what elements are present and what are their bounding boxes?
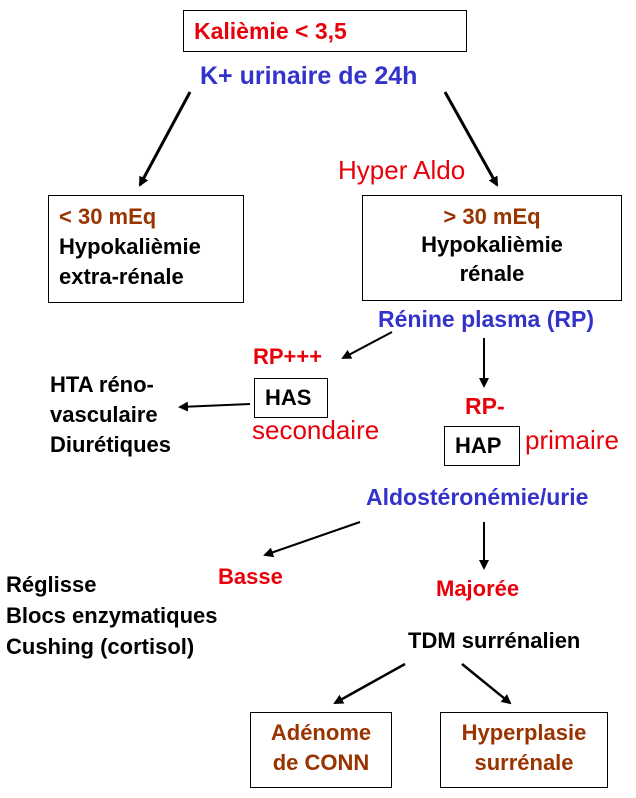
arrow-to-rp-high <box>341 331 393 359</box>
tdm-label: TDM surrénalien <box>408 628 581 653</box>
renal-box: > 30 mEq Hypokalièmie rénale <box>362 195 622 301</box>
has-text: HAS <box>265 385 312 410</box>
arrow-to-right-box <box>443 91 499 187</box>
hyperplasie-line1: Hyperplasie <box>461 720 587 745</box>
hta-line-3: Diurétiques <box>50 432 172 457</box>
kaliemie-box: Kalièmie < 3,5 <box>183 10 467 52</box>
left-threshold: < 30 mEq <box>59 204 157 229</box>
adenome-line2: de CONN <box>272 750 370 775</box>
right-line1: Hypokalièmie <box>421 232 563 257</box>
extra-renal-box: < 30 mEq Hypokalièmie extra-rénale <box>48 195 244 303</box>
arrow-to-adenome <box>333 662 406 705</box>
arrow-to-basse <box>263 521 361 558</box>
aldosteronemie-label: Aldostéronémie/urie <box>366 484 589 510</box>
arrow-has-to-hta <box>178 401 251 412</box>
hta-line-2: vasculaire <box>50 402 158 427</box>
hyperplasie-box: Hyperplasie surrénale <box>440 712 608 788</box>
right-line2: rénale <box>459 261 525 286</box>
hap-box: HAP <box>444 426 520 466</box>
left-line2: extra-rénale <box>59 264 184 289</box>
left-line1: Hypokalièmie <box>59 234 201 259</box>
primaire-label: primaire <box>525 425 619 455</box>
adenome-box: Adénome de CONN <box>250 712 392 788</box>
rp-low-label: RP- <box>465 393 505 419</box>
arrow-to-left-box <box>138 91 192 187</box>
arrow-to-hyperplasie <box>461 663 512 705</box>
has-box: HAS <box>254 378 328 418</box>
hta-line-1: HTA réno- <box>50 372 154 397</box>
adenome-line1: Adénome <box>270 720 372 745</box>
basse-cause-1: Réglisse <box>6 572 97 597</box>
basse-label: Basse <box>218 564 283 589</box>
hap-text: HAP <box>455 433 502 458</box>
basse-cause-3: Cushing (cortisol) <box>6 634 195 659</box>
basse-cause-2: Blocs enzymatiques <box>6 603 218 628</box>
urinary-k-title: K+ urinaire de 24h <box>200 62 418 90</box>
majoree-label: Majorée <box>436 576 520 601</box>
hyper-aldo-label: Hyper Aldo <box>338 155 466 185</box>
right-threshold: > 30 mEq <box>443 204 541 229</box>
kaliemie-text: Kalièmie < 3,5 <box>194 18 347 44</box>
renine-label: Rénine plasma (RP) <box>378 306 594 332</box>
rp-high-label: RP+++ <box>253 344 323 369</box>
hyperplasie-line2: surrénale <box>474 750 574 775</box>
secondaire-label: secondaire <box>252 415 380 445</box>
